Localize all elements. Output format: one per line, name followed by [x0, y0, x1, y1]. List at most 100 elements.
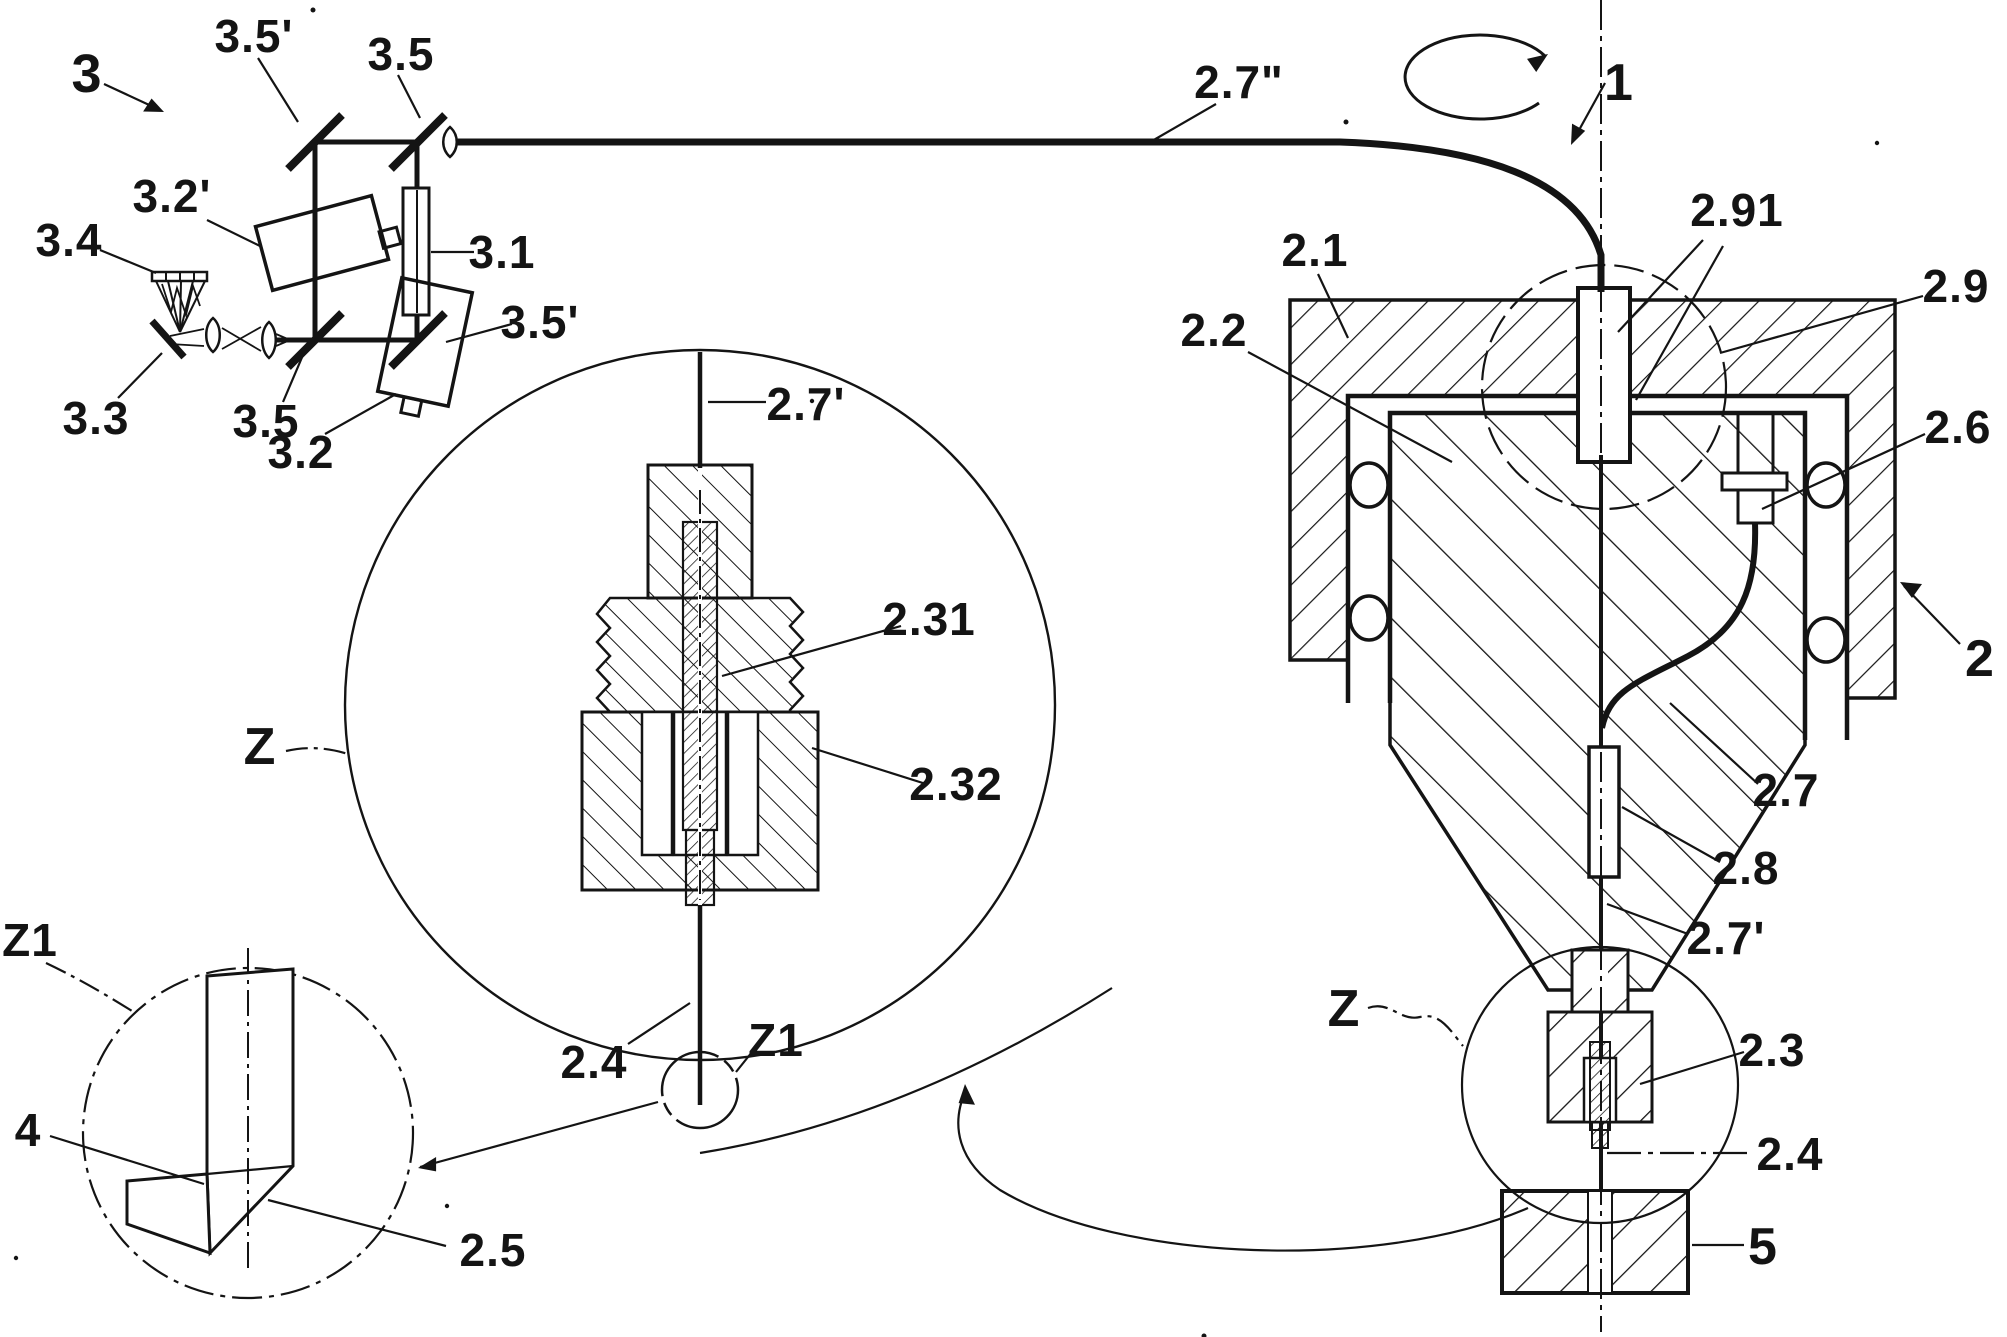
ref3-arrowhead-icon [143, 98, 164, 112]
leader-33 [117, 352, 163, 399]
leader-28 [1621, 806, 1721, 863]
detail-z1-bubble [660, 1050, 740, 1130]
leader-35p-right [445, 322, 513, 344]
z-transfer-arrow-curve [957, 1089, 1529, 1252]
leader-34 [99, 248, 157, 275]
detail-view-z1 [81, 948, 415, 1300]
label-27dd: 2.7" [1194, 56, 1284, 108]
leader-32p [206, 219, 261, 247]
z1-transfer-arrowhead-icon [418, 1156, 437, 1172]
mirror-35-bottomleft-icon [285, 310, 345, 370]
laser-32p [253, 193, 403, 293]
label-291: 2.91 [1690, 184, 1784, 236]
comb-34-fan [155, 280, 206, 333]
label-29: 2.9 [1923, 260, 1990, 312]
bearing-ball-left-top [1348, 461, 1390, 509]
fiber-cable-27dd [457, 138, 1605, 292]
label-35p-top: 3.5' [215, 10, 294, 62]
leader-29 [1719, 294, 1924, 355]
fiber-ferrule [1587, 745, 1621, 879]
leader-32 [324, 393, 397, 435]
leader-z-left [285, 747, 349, 756]
leader-22 [1247, 351, 1453, 463]
fiber-clamp-channel [1576, 286, 1632, 464]
rotation-arrow-ellipse [1403, 33, 1547, 121]
wire-tip-shank [205, 967, 295, 1257]
detail-sleeve-slot-right [726, 710, 760, 857]
laser-32p-body [253, 193, 391, 293]
leader-291-b [1635, 245, 1724, 401]
z1-transfer-arrow-shaft [419, 1100, 659, 1169]
laser-32-nub [399, 395, 424, 419]
label-23: 2.3 [1739, 1024, 1806, 1076]
z-transfer-arrowhead-icon [958, 1084, 975, 1105]
label-231: 2.31 [882, 593, 976, 645]
bearing-ball-left-bottom [1348, 594, 1390, 642]
label-35-bottom: 3.5 [233, 395, 300, 447]
nozzle-shank-hatch-left [1572, 950, 1592, 1012]
bearing-ball-right-bottom [1805, 616, 1847, 664]
leader-232 [811, 746, 927, 786]
label-3: 3 [71, 44, 102, 104]
detail-z1-circle [81, 966, 415, 1300]
z-transfer-curve-tail [699, 987, 1113, 1155]
label-34: 3.4 [36, 214, 103, 266]
label-z-left: Z [244, 718, 277, 776]
label-21: 2.1 [1282, 224, 1349, 276]
relay-lens1-icon [205, 316, 221, 354]
label-33: 3.3 [63, 392, 130, 444]
leader-23 [1639, 1050, 1745, 1086]
label-24-right: 2.4 [1757, 1128, 1824, 1180]
label-z1-left: Z1 [2, 914, 58, 966]
leader-26 [1761, 433, 1926, 510]
comb-34-filament [161, 282, 201, 319]
laser-32 [375, 275, 475, 419]
label-25: 2.5 [460, 1224, 527, 1276]
label-35-top: 3.5 [368, 28, 435, 80]
mirror-35p-topleft-icon [285, 112, 345, 172]
label-27p-mid: 2.7' [767, 378, 846, 430]
connector-curves [418, 987, 1529, 1252]
label-32p: 3.2' [133, 170, 212, 222]
label-4: 4 [15, 1104, 42, 1156]
coupling-lens-icon [442, 125, 458, 159]
mirror-35p-bottomright-icon [388, 310, 448, 370]
relay-rays [169, 326, 291, 352]
label-31: 3.1 [469, 226, 536, 278]
leader-27p-right [1606, 902, 1689, 936]
leader-lines [45, 57, 1961, 1248]
label-22: 2.2 [1181, 304, 1248, 356]
relay-lens2-icon [261, 320, 277, 360]
ref1-arrowhead-icon [1571, 123, 1586, 145]
leader-z1-mid [735, 1051, 753, 1073]
sensor-flange [1720, 471, 1789, 492]
label-z-right: Z [1328, 980, 1361, 1038]
mirror-35-topright-icon [388, 112, 448, 172]
label-32: 3.2 [268, 426, 335, 478]
leader-z1-left [45, 962, 133, 1012]
wire-tip-step [125, 1172, 212, 1256]
ref2-arrowhead-icon [1900, 582, 1922, 598]
detail-view-z [343, 348, 1057, 1130]
leader-27dd [1151, 103, 1217, 142]
leader-35-top [397, 74, 421, 119]
leader-4 [49, 1134, 205, 1186]
laser-32p-nub [377, 225, 403, 251]
nozzle-shank-hatch-right [1608, 950, 1628, 1012]
label-27p-right: 2.7' [1687, 912, 1766, 964]
rotation-arrowhead-icon [1527, 54, 1548, 73]
detail-sleeve-slot-left [640, 710, 674, 857]
label-1: 1 [1604, 54, 1634, 112]
leader-35-bottom [281, 354, 305, 403]
label-28: 2.8 [1713, 842, 1780, 894]
leader-21 [1317, 273, 1349, 339]
optics-module [149, 112, 475, 419]
funnel-body [1388, 411, 1807, 992]
leader-35p-top [257, 57, 299, 123]
label-z1-mid: Z1 [748, 1014, 804, 1066]
label-24-left: 2.4 [561, 1036, 628, 1088]
leader-25 [267, 1198, 447, 1248]
leader-z-right [1367, 1005, 1464, 1047]
